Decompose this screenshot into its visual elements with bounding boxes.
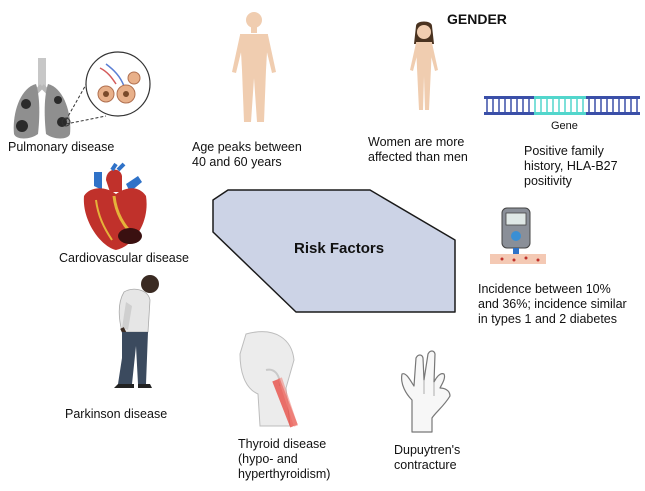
lungs-icon bbox=[13, 51, 151, 139]
risk-factors-title: Risk Factors bbox=[294, 240, 385, 257]
pulmonary-label: Pulmonary disease bbox=[8, 140, 115, 154]
family-label-line3: positivity bbox=[524, 174, 572, 188]
family-label-line1: Positive family bbox=[524, 144, 604, 158]
parkinson-man-icon bbox=[114, 275, 159, 388]
heart-icon bbox=[83, 162, 147, 250]
thyroid-label-line3: hyperthyroidism) bbox=[238, 467, 331, 481]
cardio-label: Cardiovascular disease bbox=[59, 251, 189, 265]
glucometer-icon bbox=[490, 207, 546, 264]
gene-dna-icon bbox=[484, 96, 640, 115]
thyroid-label-line1: Thyroid disease bbox=[238, 437, 327, 451]
family-label-line2: history, HLA-B27 bbox=[524, 159, 618, 173]
thyroid-label-line2: (hypo- and bbox=[238, 452, 298, 466]
female-figure-icon bbox=[410, 21, 438, 110]
age-label-line1: Age peaks between bbox=[192, 140, 302, 154]
parkinson-label: Parkinson disease bbox=[65, 407, 168, 421]
diabetes-label-line2: and 36%; incidence similar bbox=[478, 297, 627, 311]
contracted-hand-icon bbox=[401, 350, 451, 433]
thyroid-head-icon bbox=[239, 331, 298, 428]
gender-heading: GENDER bbox=[447, 11, 507, 27]
dupuytren-label-line2: contracture bbox=[394, 458, 457, 472]
diabetes-label-line3: in types 1 and 2 diabetes bbox=[478, 312, 617, 326]
age-label-line2: 40 and 60 years bbox=[192, 155, 282, 169]
diabetes-label-line1: Incidence between 10% bbox=[478, 282, 611, 296]
dupuytren-label-line1: Dupuytren's bbox=[394, 443, 461, 457]
gender-label-line1: Women are more bbox=[368, 135, 465, 149]
body-figure-icon bbox=[232, 12, 276, 122]
gene-label: Gene bbox=[551, 120, 578, 132]
gender-label-line2: affected than men bbox=[368, 150, 468, 164]
